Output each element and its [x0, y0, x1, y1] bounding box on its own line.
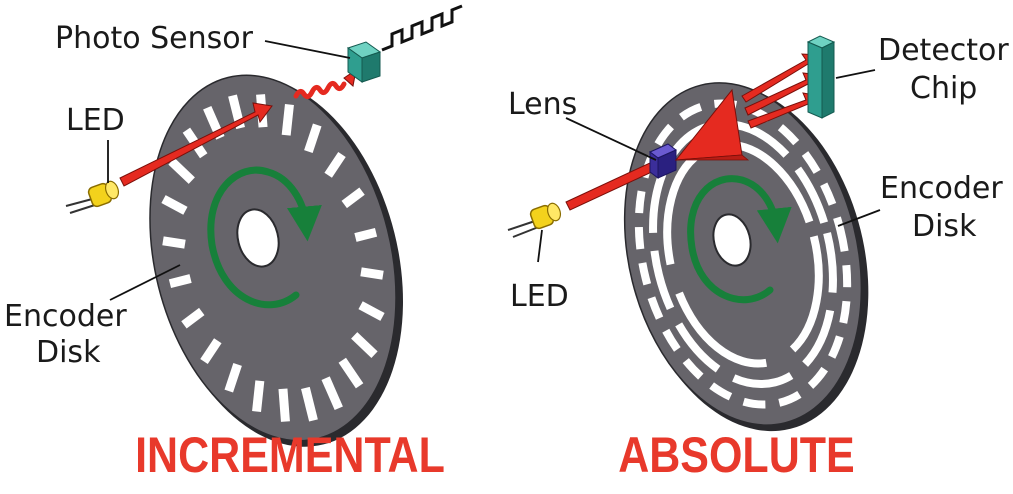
disk-slot	[168, 274, 192, 289]
disk-slot	[360, 267, 384, 280]
square-wave-icon	[381, 4, 463, 52]
leader-lens	[565, 117, 657, 161]
disk-slot	[321, 376, 343, 411]
disk-slot	[351, 332, 378, 358]
label-encoder-absolute-line2: Disk	[912, 209, 977, 244]
disk-slot	[161, 195, 188, 215]
label-lens: Lens	[508, 87, 578, 122]
led-icon	[507, 202, 562, 238]
label-encoder-absolute-line1: Encoder	[880, 171, 1003, 206]
label-led-absolute: LED	[510, 279, 569, 314]
label-photo-sensor: Photo Sensor	[55, 21, 253, 56]
led-icon	[65, 180, 120, 214]
code-track	[634, 99, 852, 409]
leader-led	[537, 229, 543, 263]
label-detector-line2: Chip	[910, 71, 978, 106]
disk-slot	[354, 227, 378, 242]
disk-slot	[281, 104, 294, 136]
leader-detector-chip	[835, 69, 876, 79]
pulse-wave-icon	[293, 80, 347, 100]
disk-slot	[252, 380, 265, 412]
detector-beams-icon	[741, 53, 822, 129]
rotation-arrow-icon	[207, 166, 322, 309]
light-beam-icon	[119, 102, 273, 187]
disk-slot	[162, 236, 186, 249]
disk-slot	[168, 158, 195, 184]
title-incremental: INCREMENTAL	[135, 427, 445, 483]
title-absolute: ABSOLUTE	[618, 427, 855, 483]
label-encoder-incremental-line2: Disk	[36, 335, 101, 370]
absolute-hub-hole	[712, 213, 752, 267]
light-fan-icon	[674, 88, 750, 161]
label-encoder-incremental-line1: Encoder	[4, 299, 127, 334]
disk-slot	[341, 187, 365, 209]
disk-slot	[200, 338, 222, 364]
disk-slot	[304, 123, 322, 154]
rotation-arrow-icon	[687, 175, 792, 304]
photo-sensor-icon	[346, 41, 382, 83]
leader-photo-sensor	[264, 40, 351, 59]
incremental-panel	[65, 4, 463, 447]
label-led-incremental: LED	[66, 103, 125, 138]
disk-slot	[358, 301, 385, 321]
leader-encoder-disk	[837, 209, 881, 227]
label-detector-line1: Detector	[878, 33, 1009, 68]
disk-slot	[224, 362, 242, 393]
incremental-hub-hole	[236, 208, 280, 268]
disk-slot	[324, 152, 346, 178]
disk-slot	[301, 386, 318, 422]
disk-slot	[181, 307, 205, 329]
disk-slot	[278, 388, 290, 422]
leader-encoder-disk	[109, 264, 181, 301]
detector-chip-icon	[806, 35, 836, 119]
disk-slot	[338, 357, 364, 389]
absolute-panel	[507, 35, 881, 432]
